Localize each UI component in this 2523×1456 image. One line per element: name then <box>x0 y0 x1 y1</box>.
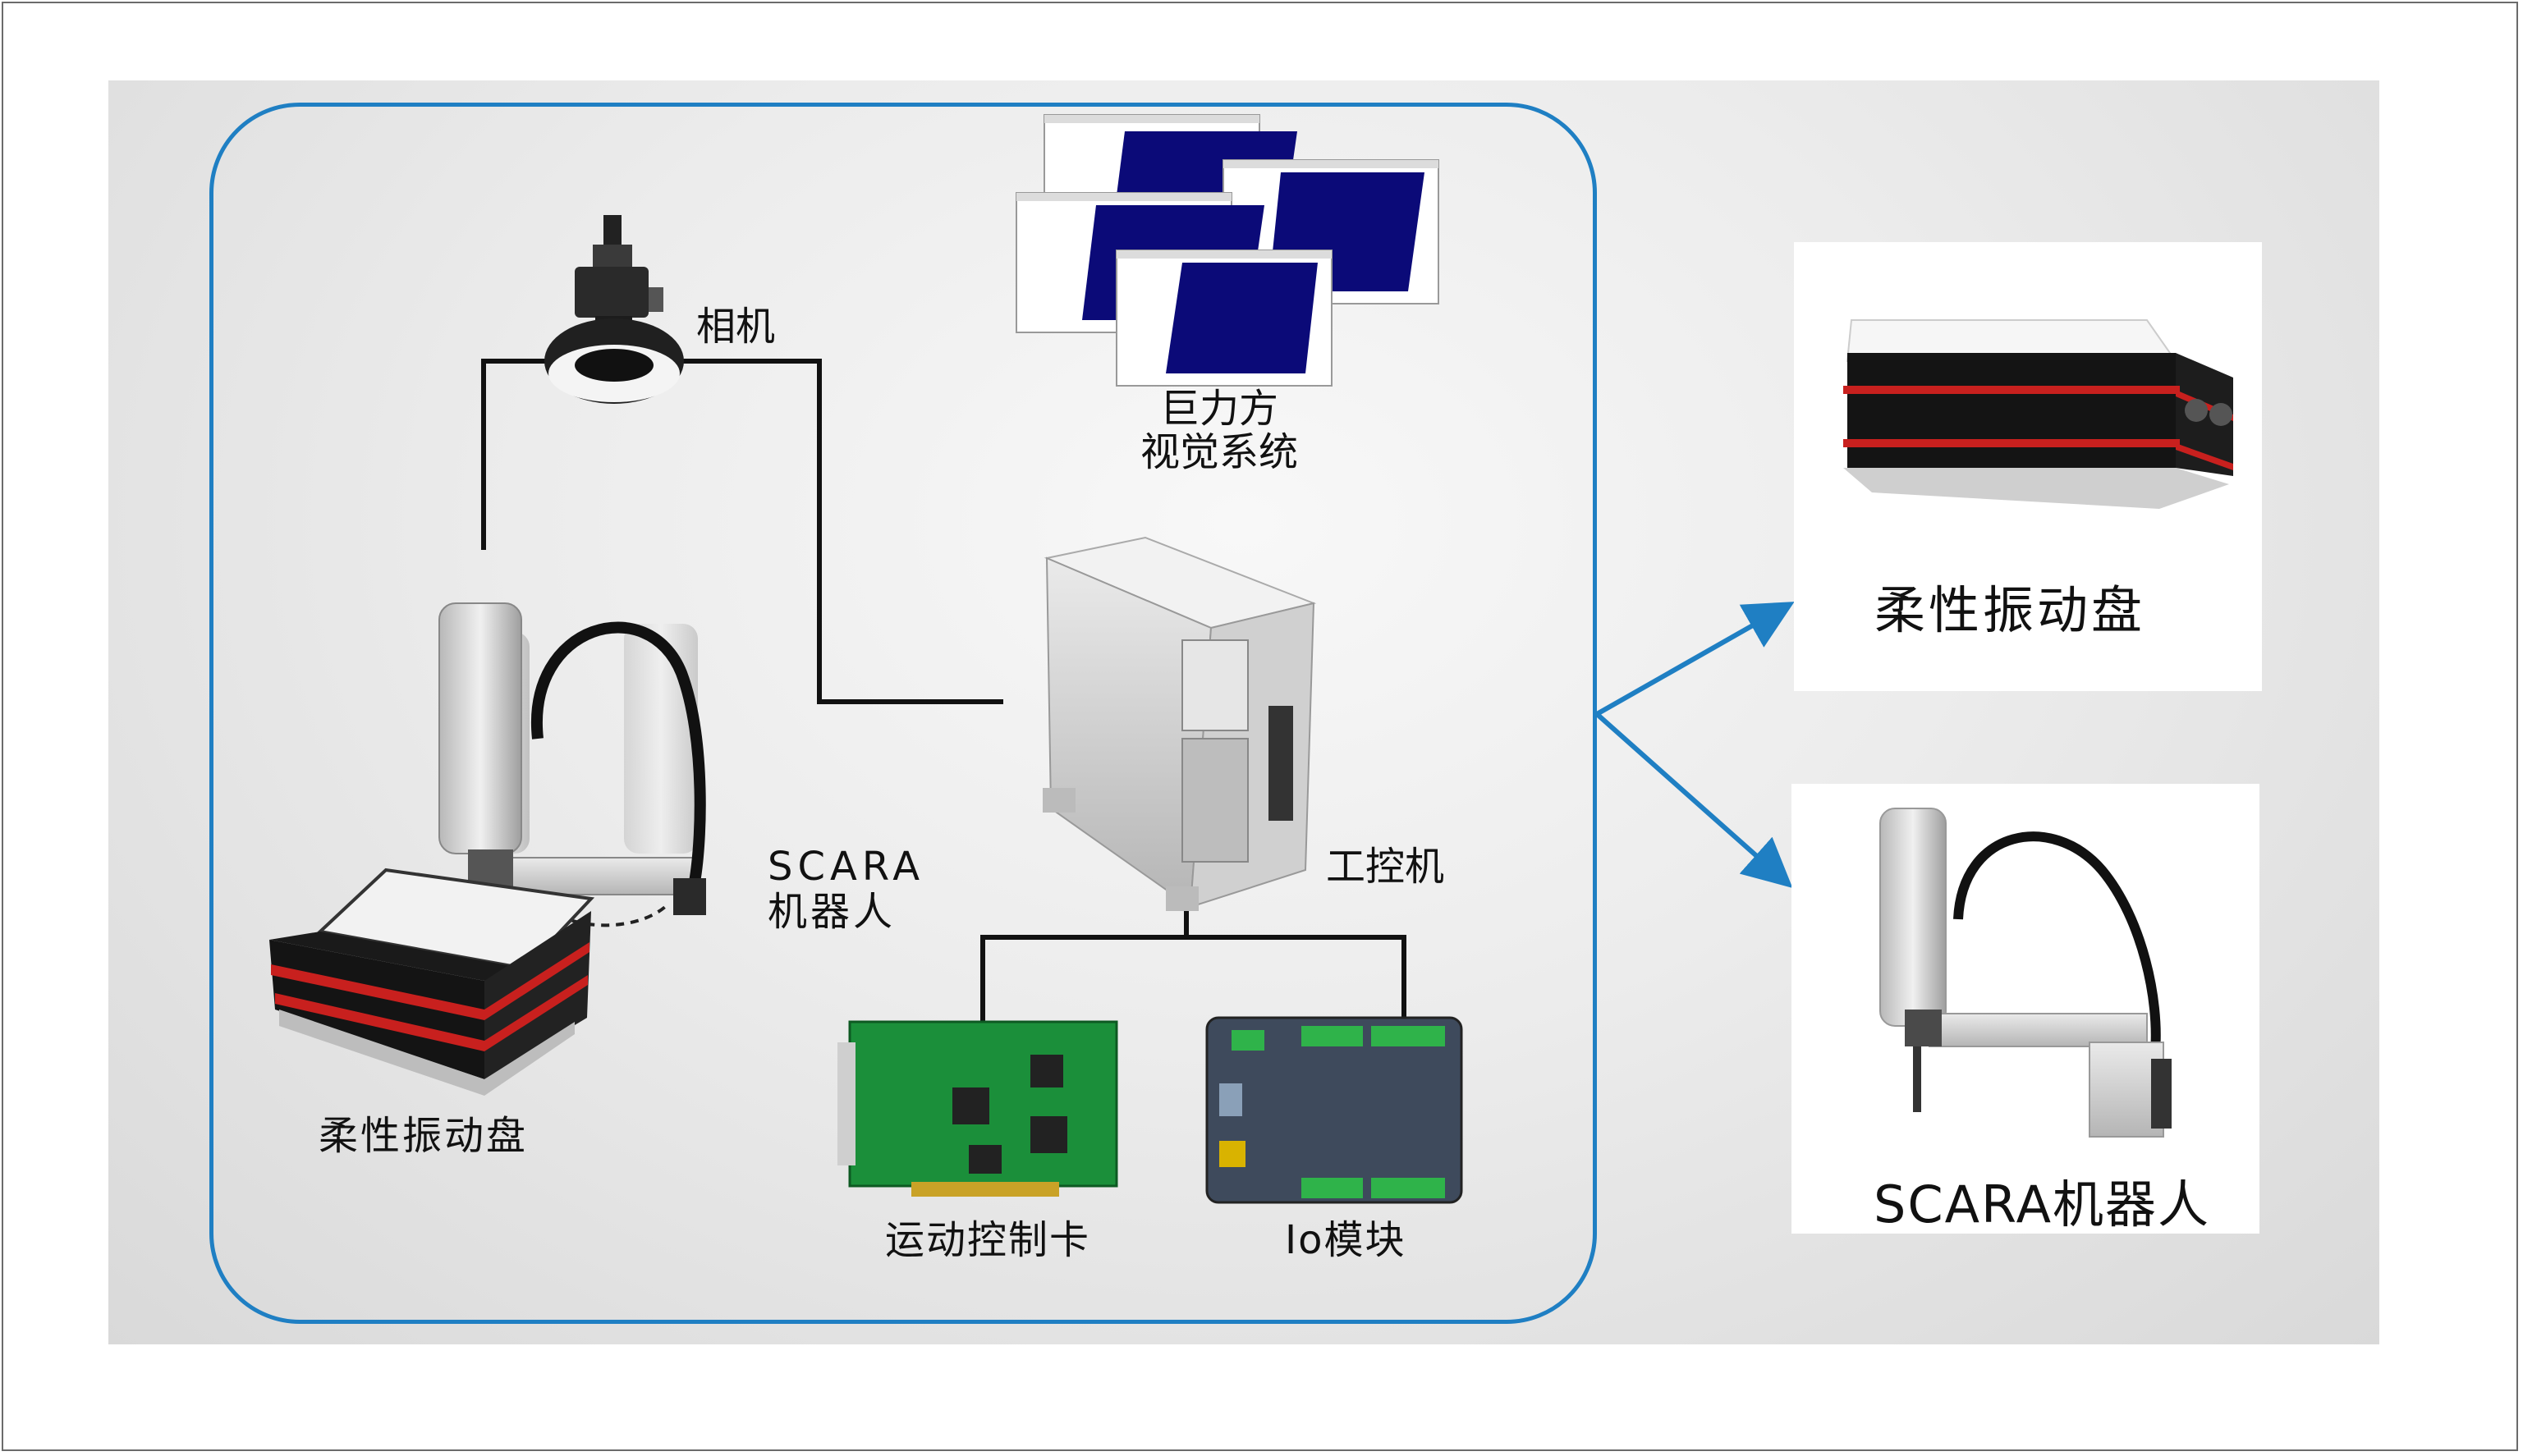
io-module-icon <box>1205 1016 1463 1204</box>
feeder-card: 柔性振动盘 <box>1794 242 2262 691</box>
arrow-to-feeder <box>1595 602 1795 717</box>
motion-card-label: 运动控制卡 <box>885 1217 1091 1263</box>
camera-to-robot-line <box>481 359 558 550</box>
industrial-pc-icon <box>1043 536 1317 911</box>
camera-label: 相机 <box>696 304 776 350</box>
robot-card: SCARA机器人 <box>1791 784 2259 1234</box>
output-arrows <box>1595 602 1795 888</box>
scara-robot-icon <box>438 602 706 940</box>
feeder-label: 柔性振动盘 <box>319 1113 529 1159</box>
vision-system-label-line1: 巨力方 <box>1159 386 1278 432</box>
ipc-to-modules-line <box>980 907 1189 1026</box>
feeder-card-label: 柔性振动盘 <box>1874 580 2146 640</box>
camera-to-ipc-line <box>673 359 1003 704</box>
vision-software-screens <box>1016 114 1439 387</box>
motion-control-card-icon <box>837 1020 1118 1197</box>
camera-icon <box>544 215 684 404</box>
ipc-to-io-line <box>1186 935 1406 1026</box>
vision-system-label-line2: 视觉系统 <box>1140 429 1298 475</box>
io-module-label: Io模块 <box>1285 1217 1406 1263</box>
system-boundary <box>209 103 1597 1324</box>
scara-label-line2: 机器人 <box>768 889 897 935</box>
screen-window <box>1116 250 1333 387</box>
robot-card-label: SCARA机器人 <box>1874 1174 2211 1234</box>
connection-lines <box>481 359 1406 1026</box>
arrow-to-robot <box>1595 712 1793 888</box>
scara-label-line1: SCARA <box>768 844 925 890</box>
flexible-feeder-icon <box>269 868 595 1096</box>
ipc-label: 工控机 <box>1326 844 1445 890</box>
